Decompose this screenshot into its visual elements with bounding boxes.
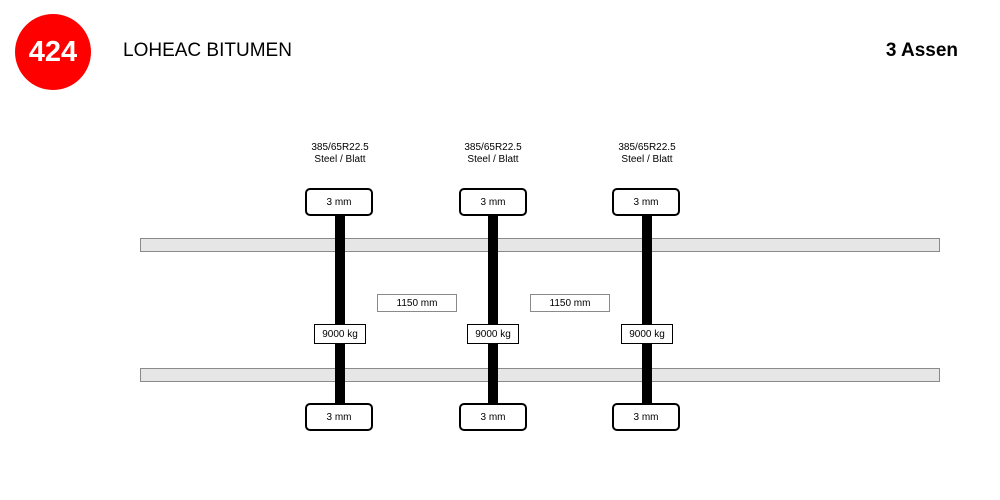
axle-1-tire-size: 385/65R22.5 bbox=[311, 142, 369, 153]
axle-1-tire-bottom[interactable]: 3 mm bbox=[305, 403, 373, 431]
axle-3-bar bbox=[642, 216, 652, 404]
axle-3-tire-spec: 385/65R22.5 Steel / Blatt bbox=[587, 142, 707, 166]
axle-2-tire-spec: 385/65R22.5 Steel / Blatt bbox=[433, 142, 553, 166]
axle-1-tire-type: Steel / Blatt bbox=[314, 154, 366, 165]
axle-2-tire-size: 385/65R22.5 bbox=[464, 142, 522, 153]
chassis-rail-bottom bbox=[140, 368, 940, 382]
axle-2-tire-bottom[interactable]: 3 mm bbox=[459, 403, 527, 431]
axle-3-tire-bottom[interactable]: 3 mm bbox=[612, 403, 680, 431]
axle-2-tire-type: Steel / Blatt bbox=[467, 154, 519, 165]
axle-3-tire-size: 385/65R22.5 bbox=[618, 142, 676, 153]
axle-count-label: 3 Assen bbox=[885, 40, 958, 61]
axle-2-bar bbox=[488, 216, 498, 404]
axle-2-load: 9000 kg bbox=[467, 324, 519, 344]
axle-2-tire-top[interactable]: 3 mm bbox=[459, 188, 527, 216]
axle-3-load: 9000 kg bbox=[621, 324, 673, 344]
chassis-rail-top bbox=[140, 238, 940, 252]
axle-1-bar bbox=[335, 216, 345, 404]
axle-1-tire-top[interactable]: 3 mm bbox=[305, 188, 373, 216]
axle-distance-1-2: 1150 mm bbox=[377, 294, 457, 312]
axle-distance-2-3: 1150 mm bbox=[530, 294, 610, 312]
axle-1-load: 9000 kg bbox=[314, 324, 366, 344]
axle-3-tire-top[interactable]: 3 mm bbox=[612, 188, 680, 216]
vehicle-title: LOHEAC BITUMEN bbox=[123, 40, 292, 61]
axle-1-tire-spec: 385/65R22.5 Steel / Blatt bbox=[280, 142, 400, 166]
axle-3-tire-type: Steel / Blatt bbox=[621, 154, 673, 165]
vehicle-number-badge: 424 bbox=[15, 14, 91, 90]
